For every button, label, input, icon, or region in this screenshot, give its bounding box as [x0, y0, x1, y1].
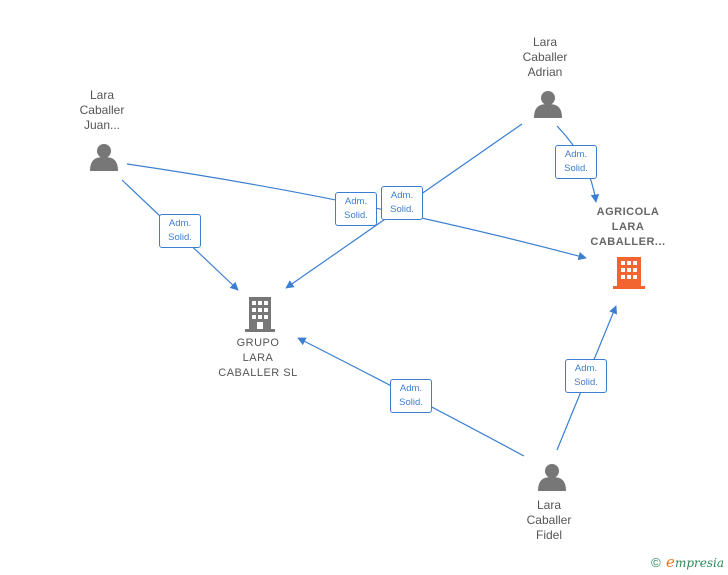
person-label-adrian[interactable]: Lara Caballer Adrian	[515, 35, 575, 80]
relation-line2: Solid.	[399, 397, 423, 408]
relation-line2: Solid.	[574, 377, 598, 388]
company-agricola-line1: AGRICOLA	[596, 206, 660, 218]
company-agricola-line2: LARA	[611, 221, 645, 233]
relation-label-fidel-grupo[interactable]: Adm. Solid.	[390, 379, 432, 413]
person-juan-line1: Lara	[89, 88, 115, 102]
relation-line1: Adm.	[564, 149, 588, 160]
company-icon-grupo[interactable]	[245, 297, 275, 332]
company-icon-agricola[interactable]	[613, 257, 645, 289]
person-fidel-line2: Caballer	[526, 513, 572, 527]
person-icon-juan[interactable]	[90, 144, 118, 171]
relation-line2: Solid.	[344, 210, 368, 221]
person-juan-line2: Caballer	[79, 103, 125, 117]
relation-label-adrian-agricola[interactable]: Adm. Solid.	[555, 145, 597, 179]
person-juan-line3: Juan...	[83, 118, 121, 132]
relation-label-fidel-agricola[interactable]: Adm. Solid.	[565, 359, 607, 393]
company-agricola-line3: CABALLER...	[590, 236, 666, 248]
company-label-agricola[interactable]: AGRICOLA LARA CABALLER...	[576, 205, 680, 250]
relation-label-adrian-grupo[interactable]: Adm. Solid.	[381, 186, 423, 220]
person-adrian-line1: Lara	[532, 35, 558, 49]
relation-label-juan-agricola[interactable]: Adm. Solid.	[335, 192, 377, 226]
company-grupo-line3: CABALLER SL	[218, 367, 298, 379]
relation-line1: Adm.	[399, 383, 423, 394]
relation-line1: Adm.	[168, 218, 192, 229]
person-fidel-line3: Fidel	[535, 528, 562, 542]
person-icon-adrian[interactable]	[534, 91, 562, 118]
company-grupo-line2: LARA	[242, 352, 274, 364]
footer-brand[interactable]: © empresia	[651, 553, 724, 571]
relation-label-juan-grupo[interactable]: Adm. Solid.	[159, 214, 201, 248]
person-fidel-line1: Lara	[536, 498, 562, 512]
relation-line1: Adm.	[344, 196, 368, 207]
person-adrian-line3: Adrian	[527, 65, 563, 79]
brand-logo-e: e	[666, 553, 675, 571]
company-grupo-line1: GRUPO	[236, 337, 280, 349]
relation-line2: Solid.	[564, 163, 588, 174]
relation-line1: Adm.	[390, 190, 414, 201]
copyright-icon: ©	[651, 555, 661, 570]
company-label-grupo[interactable]: GRUPO LARA CABALLER SL	[208, 336, 308, 381]
relation-line2: Solid.	[168, 232, 192, 243]
brand-name: mpresia	[674, 556, 724, 570]
person-label-fidel[interactable]: Lara Caballer Fidel	[519, 498, 579, 543]
person-label-juan[interactable]: Lara Caballer Juan...	[72, 88, 132, 133]
person-icon-fidel[interactable]	[538, 464, 566, 491]
person-adrian-line2: Caballer	[522, 50, 568, 64]
relation-line2: Solid.	[390, 204, 414, 215]
relation-line1: Adm.	[574, 363, 598, 374]
